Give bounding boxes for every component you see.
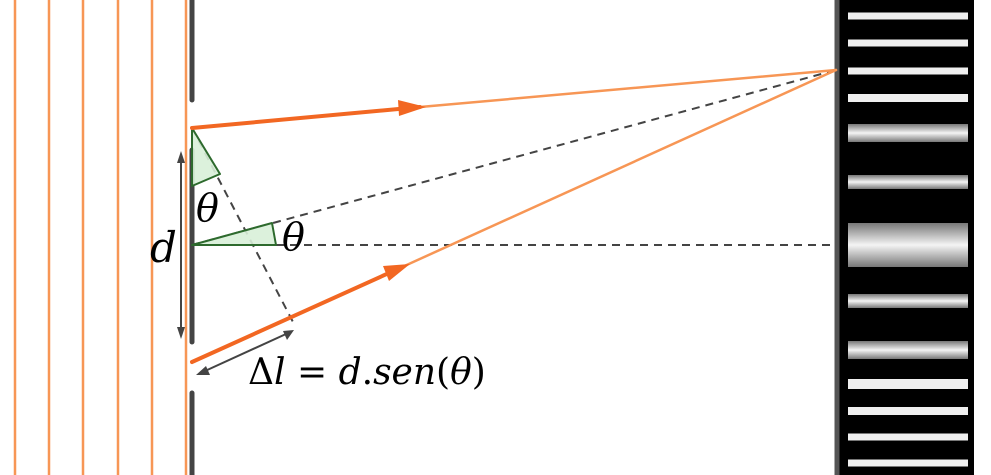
observation-screen: [834, 0, 974, 475]
angle-marker-center: [191, 222, 277, 246]
ray-top-thick: [190, 105, 422, 130]
path-difference-dimension: [196, 330, 294, 375]
fringe-band: [848, 433, 968, 441]
angle-markers: [191, 127, 277, 246]
ray-bottom-thin: [398, 68, 838, 270]
angle-label-slit: θ: [196, 186, 219, 230]
path-difference-arrowhead-left: [196, 366, 210, 375]
fringe-band: [848, 67, 968, 75]
slit-spacing-arrowhead-top: [177, 151, 185, 163]
slit-spacing-arrowhead-bottom: [177, 327, 185, 339]
fringe-band: [848, 124, 968, 142]
slit-spacing-dimension: [177, 151, 185, 339]
ray-top-arrowhead: [398, 100, 426, 116]
fringe-band: [848, 294, 968, 308]
path-difference-label: Δl = d.sen(θ): [248, 352, 486, 393]
fringe-band: [848, 12, 968, 20]
fringe-band: [848, 341, 968, 359]
fringe-band: [848, 175, 968, 189]
ray-bottom-thick: [190, 266, 402, 364]
angle-marker-slit: [191, 127, 221, 187]
reference-lines: [191, 69, 837, 323]
fringe-band: [848, 407, 968, 415]
ray-bottom-arrowhead: [383, 264, 410, 281]
path-difference-line: [204, 333, 287, 372]
slit-spacing-label: d: [150, 223, 177, 272]
fringe-band: [848, 379, 968, 389]
interference-fringes: [848, 12, 968, 467]
fringe-band: [848, 94, 968, 102]
ray-top-thin: [418, 68, 838, 109]
perpendicular-line: [191, 127, 294, 323]
fringe-band: [848, 39, 968, 47]
fringe-band: [848, 223, 968, 267]
incident-wavefronts: [13, 0, 188, 475]
path-difference-arrowhead-right: [283, 330, 294, 340]
light-rays: [190, 68, 838, 364]
angle-label-center: θ: [282, 215, 305, 259]
fringe-band: [848, 459, 968, 467]
